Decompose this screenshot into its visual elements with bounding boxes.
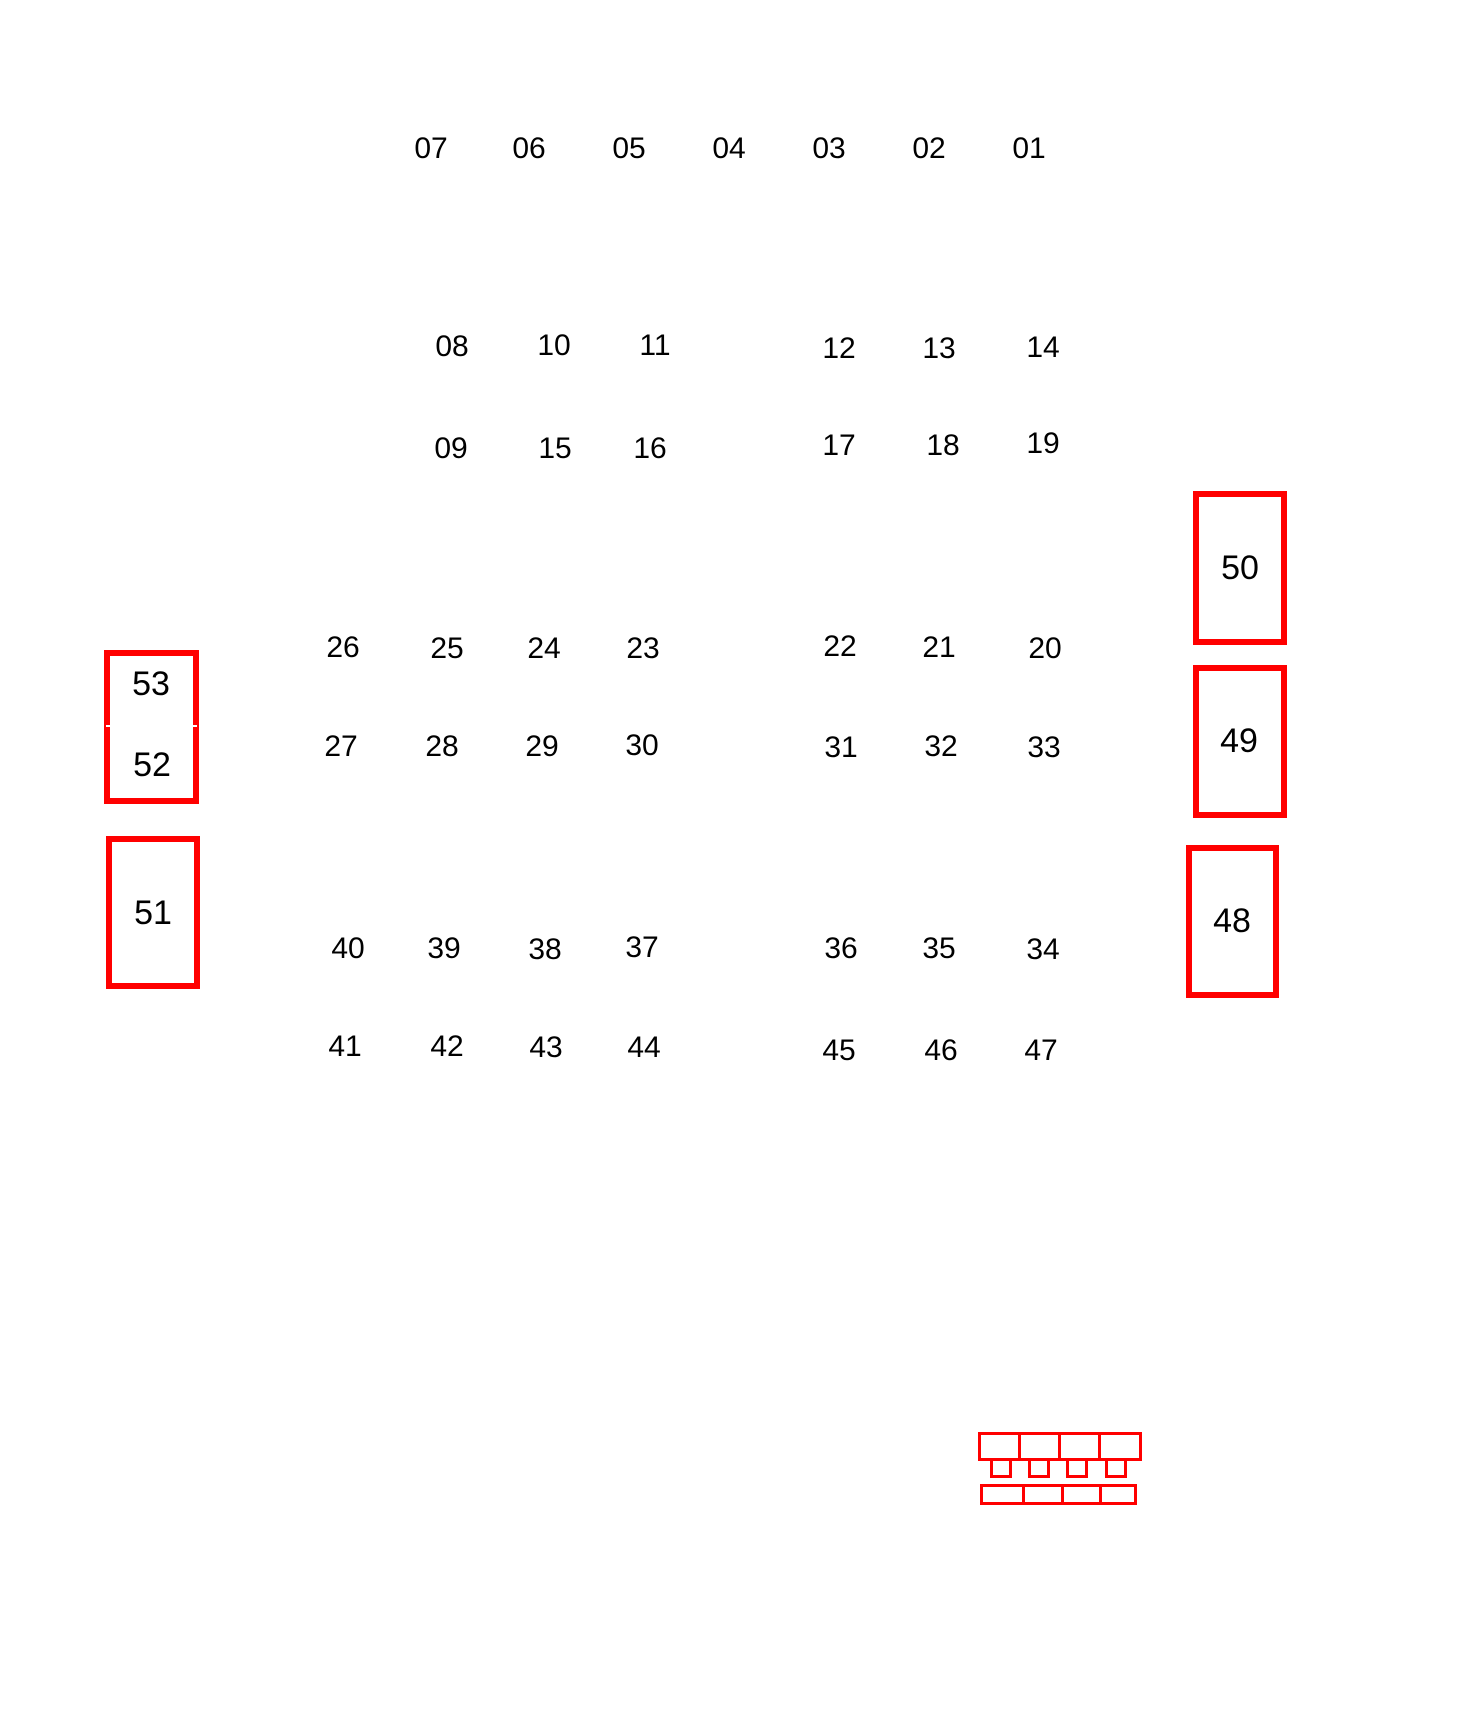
- box-49: [1193, 665, 1287, 818]
- seat-29: 29: [525, 730, 559, 763]
- seat-18: 18: [926, 429, 960, 462]
- box-50: [1193, 491, 1287, 645]
- seat-10: 10: [537, 329, 571, 362]
- seat-09: 09: [434, 432, 468, 465]
- box-48: [1186, 845, 1279, 998]
- seat-23: 23: [626, 632, 660, 665]
- seat-37: 37: [625, 931, 659, 964]
- seat-28: 28: [425, 730, 459, 763]
- seat-39: 39: [427, 932, 461, 965]
- box-label-52: 52: [133, 746, 171, 784]
- seat-35: 35: [922, 932, 956, 965]
- box-51: [106, 836, 200, 989]
- seat-40: 40: [331, 932, 365, 965]
- seat-46: 46: [924, 1034, 958, 1067]
- box-divider: [106, 725, 197, 727]
- seat-06: 06: [512, 132, 546, 165]
- seat-33: 33: [1027, 731, 1061, 764]
- seat-34: 34: [1026, 933, 1060, 966]
- seat-43: 43: [529, 1031, 563, 1064]
- seat-21: 21: [922, 631, 956, 664]
- seat-13: 13: [922, 332, 956, 365]
- seat-47: 47: [1024, 1034, 1058, 1067]
- box-label-50: 50: [1221, 549, 1259, 587]
- seat-20: 20: [1028, 632, 1062, 665]
- seat-15: 15: [538, 432, 572, 465]
- seat-22: 22: [823, 630, 857, 663]
- box-53-52: [104, 650, 199, 804]
- box-label-51: 51: [134, 894, 172, 932]
- building-columns-icon: [978, 1432, 1142, 1505]
- seat-25: 25: [430, 632, 464, 665]
- seat-12: 12: [822, 332, 856, 365]
- seat-27: 27: [324, 730, 358, 763]
- seat-41: 41: [328, 1030, 362, 1063]
- seat-16: 16: [633, 432, 667, 465]
- seat-03: 03: [812, 132, 846, 165]
- seat-30: 30: [625, 729, 659, 762]
- seat-26: 26: [326, 631, 360, 664]
- seat-45: 45: [822, 1034, 856, 1067]
- box-label-53: 53: [132, 665, 170, 703]
- seat-32: 32: [924, 730, 958, 763]
- seat-19: 19: [1026, 427, 1060, 460]
- seat-14: 14: [1026, 331, 1060, 364]
- seat-05: 05: [612, 132, 646, 165]
- seat-24: 24: [527, 632, 561, 665]
- box-label-49: 49: [1220, 722, 1258, 760]
- seat-04: 04: [712, 132, 746, 165]
- seat-42: 42: [430, 1030, 464, 1063]
- seat-11: 11: [639, 329, 671, 362]
- seat-36: 36: [824, 932, 858, 965]
- seat-07: 07: [414, 132, 448, 165]
- seat-44: 44: [627, 1031, 661, 1064]
- seat-01: 01: [1012, 132, 1046, 165]
- box-label-48: 48: [1213, 902, 1251, 940]
- seat-31: 31: [824, 731, 858, 764]
- seat-08: 08: [435, 330, 469, 363]
- seat-02: 02: [912, 132, 946, 165]
- seat-17: 17: [822, 429, 856, 462]
- seat-38: 38: [528, 933, 562, 966]
